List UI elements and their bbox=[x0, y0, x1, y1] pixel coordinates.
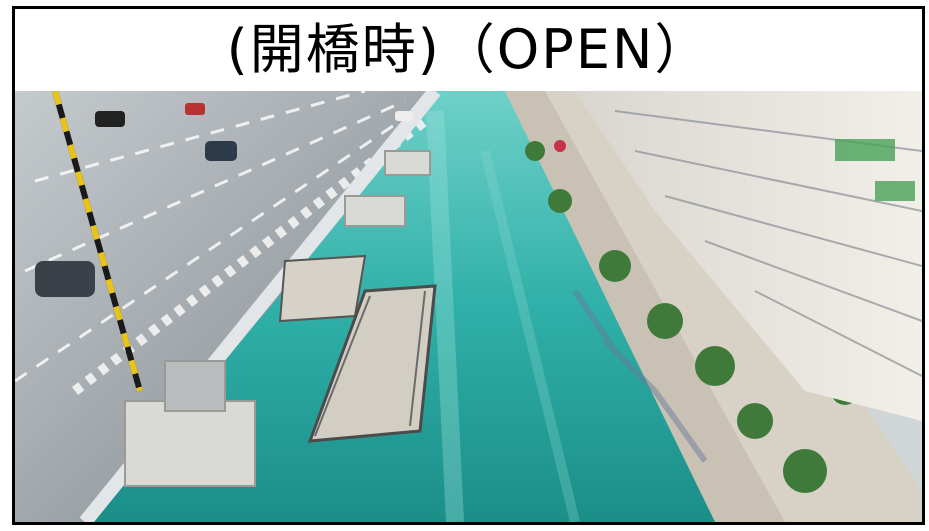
figure-frame: (開橋時)（OPEN） bbox=[12, 6, 925, 525]
page-title: (開橋時)（OPEN） bbox=[226, 18, 711, 81]
bridge-piers bbox=[124, 150, 431, 487]
trees bbox=[525, 141, 859, 493]
bridge-scene bbox=[15, 91, 922, 522]
title-bar: (開橋時)（OPEN） bbox=[15, 9, 922, 91]
bridge-deck-pivot bbox=[278, 254, 367, 323]
promenade bbox=[545, 91, 922, 522]
embankment-wall bbox=[505, 91, 795, 522]
cars bbox=[35, 103, 413, 297]
highway-deck bbox=[15, 91, 435, 522]
photograph bbox=[15, 91, 922, 522]
bridge-deck-open bbox=[307, 284, 437, 443]
